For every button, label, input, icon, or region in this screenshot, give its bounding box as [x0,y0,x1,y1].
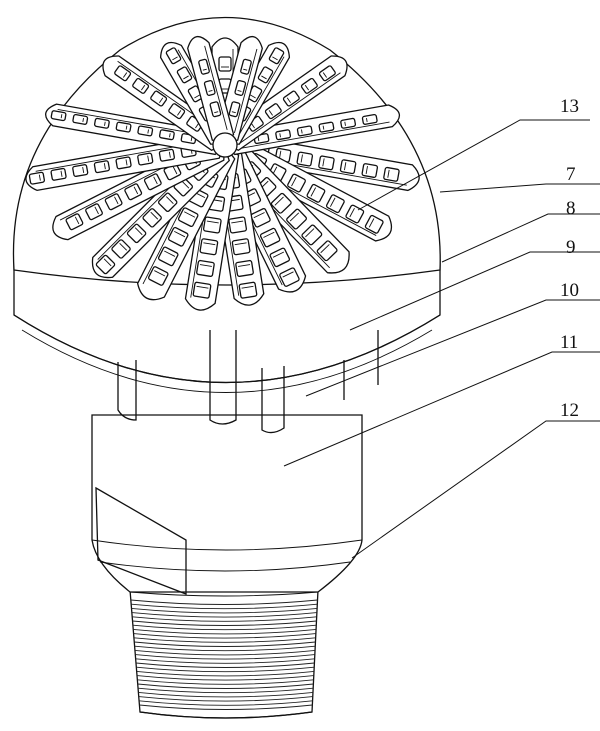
pdc-cutter [50,110,67,122]
pdc-cutter [115,121,132,133]
pdc-cutter [50,167,67,181]
pdc-cutter [300,77,318,94]
pdc-cutter [137,152,154,166]
pdc-cutter [157,246,179,267]
pdc-cutter [364,214,384,234]
pdc-cutter [270,192,292,214]
pdc-cutter [296,151,314,167]
pdc-cutter [93,117,110,129]
pin-threads [130,599,318,710]
pdc-cutter [202,216,222,234]
pdc-cutter [318,155,335,171]
pdc-cutter [65,213,84,231]
pdc-cutter [114,65,132,82]
pdc-cutter [268,47,285,65]
pdc-cutter [264,103,282,120]
pdc-cutter [269,247,291,268]
pdc-cutter [250,208,271,228]
pdc-cutter [296,125,313,137]
pdc-cutter [203,80,216,97]
pdc-cutter [209,101,222,118]
leader-lines [283,119,600,559]
pdc-cutter [168,103,186,120]
pdc-cutter [124,183,143,201]
pdc-cutter [158,129,175,141]
pdc-cutter [316,240,338,262]
pdc-cutter [257,66,274,84]
pdc-cutter [95,254,116,275]
pdc-cutter [275,129,292,141]
pdc-cutter [259,227,281,248]
pdc-cutter [287,173,306,193]
pdc-cutter [361,163,379,178]
pdc-cutter [132,77,150,94]
marking-flat [95,486,187,595]
label-11: 11 [560,332,578,353]
pdc-cutter [279,267,300,287]
pdc-cutter [104,193,123,211]
pdc-cutter [231,238,251,256]
pdc-cutter [228,101,241,118]
pdc-cutter [199,238,219,256]
pdc-cutter [126,223,147,244]
nose-hub [212,132,238,158]
threaded-pin [129,589,319,719]
pdc-cutter [150,90,168,107]
pdc-cutter [361,113,378,125]
pdc-cutter [165,47,182,65]
pdc-cutter [177,207,199,228]
pdc-cutter [238,281,258,299]
part-labels: 13 7 8 9 10 11 12 [560,96,579,421]
blade [136,144,236,301]
pdc-cutter [383,166,400,182]
pdc-cutter [115,156,132,170]
label-8: 8 [566,198,576,219]
pdc-cutter [196,259,215,277]
pdc-cutter [318,121,335,133]
pdc-cutter [198,58,210,75]
pdc-cutter [234,80,247,97]
pdc-cutter [137,125,154,137]
cutter-blades [25,35,420,311]
pdc-cutter [306,183,326,203]
pdc-cutter [228,216,248,234]
pdc-cutter [158,192,178,212]
pdc-cutter [158,148,175,162]
pdc-cutter [28,171,45,185]
pdc-cutter [218,56,232,72]
pdc-cutter [72,113,89,125]
pdc-cutter [301,224,323,246]
pdc-cutter [318,65,336,82]
pdc-cutter [286,208,307,230]
pdc-cutter [142,208,162,228]
label-13: 13 [560,96,579,117]
pdc-cutter [240,58,252,75]
pdc-cutter [192,281,212,299]
pdc-cutter [85,203,103,221]
pdc-cutter [167,226,189,247]
pdc-cutter [93,160,110,174]
label-7: 7 [566,164,576,185]
pdc-cutter [340,117,357,129]
shank [91,414,363,597]
pdc-cutter [72,164,89,177]
pdc-cutter [325,194,345,214]
bit-crown [12,16,441,434]
pdc-cutter [143,173,162,191]
pdc-cutter [339,159,357,175]
pdc-cutter [282,90,300,107]
pdc-cutter [111,239,131,259]
pdc-cutter [235,259,254,277]
label-10: 10 [560,280,579,301]
label-9: 9 [566,237,576,258]
pdc-cutter [147,266,169,286]
label-12: 12 [560,400,579,421]
pdc-cutter [176,66,193,84]
